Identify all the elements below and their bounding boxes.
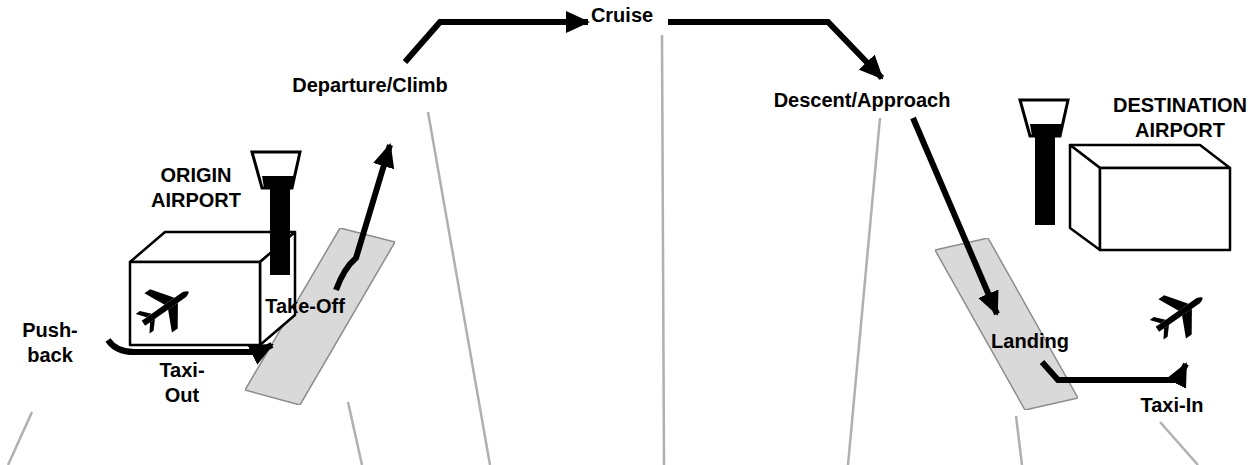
divider-line xyxy=(848,118,880,465)
phase-label: Taxi-Out xyxy=(151,358,213,408)
phase-label: Take-Off xyxy=(265,294,345,319)
runway: Landing xyxy=(935,238,1078,410)
phase-label: Descent/Approach xyxy=(752,88,972,113)
building-front xyxy=(130,262,260,345)
phase-label: Departure/Climb xyxy=(265,73,475,98)
tower-shaft xyxy=(270,186,290,275)
tower-cab xyxy=(1020,100,1068,136)
runway-surface xyxy=(245,228,395,405)
phase-label: ORIGIN AIRPORT xyxy=(141,163,251,213)
phase-label: DESTINATION AIRPORT xyxy=(1105,93,1254,143)
divider-line xyxy=(8,412,32,465)
destination-tower xyxy=(1020,100,1068,225)
runway-shape xyxy=(935,238,1078,410)
runway-surface xyxy=(935,238,1078,410)
tower-cab-base xyxy=(1030,124,1062,136)
descent-arrow xyxy=(668,22,882,78)
divider-line xyxy=(1016,416,1022,465)
divider-line xyxy=(662,35,664,465)
phase-label: Landing xyxy=(991,329,1069,354)
phase-label: Taxi-In xyxy=(1117,393,1227,418)
phase-label: Cruise xyxy=(567,3,677,28)
phase-label: Push-back xyxy=(15,318,85,368)
divider-line xyxy=(428,112,490,465)
airplane-icon xyxy=(129,272,202,343)
climb-arrow xyxy=(405,22,588,62)
tower-shaft xyxy=(1035,133,1055,225)
divider-line xyxy=(1160,422,1198,465)
building-side xyxy=(1070,145,1100,250)
origin-tower xyxy=(252,152,300,275)
tower-cab xyxy=(252,152,300,188)
phase-dividers xyxy=(8,35,1198,465)
airplane-icon xyxy=(1143,278,1216,349)
building-front xyxy=(1100,168,1230,250)
destination-terminal xyxy=(1070,145,1230,250)
divider-line xyxy=(348,402,362,465)
tower-cab-base xyxy=(262,176,294,188)
taxi-out-arrow xyxy=(108,340,272,352)
